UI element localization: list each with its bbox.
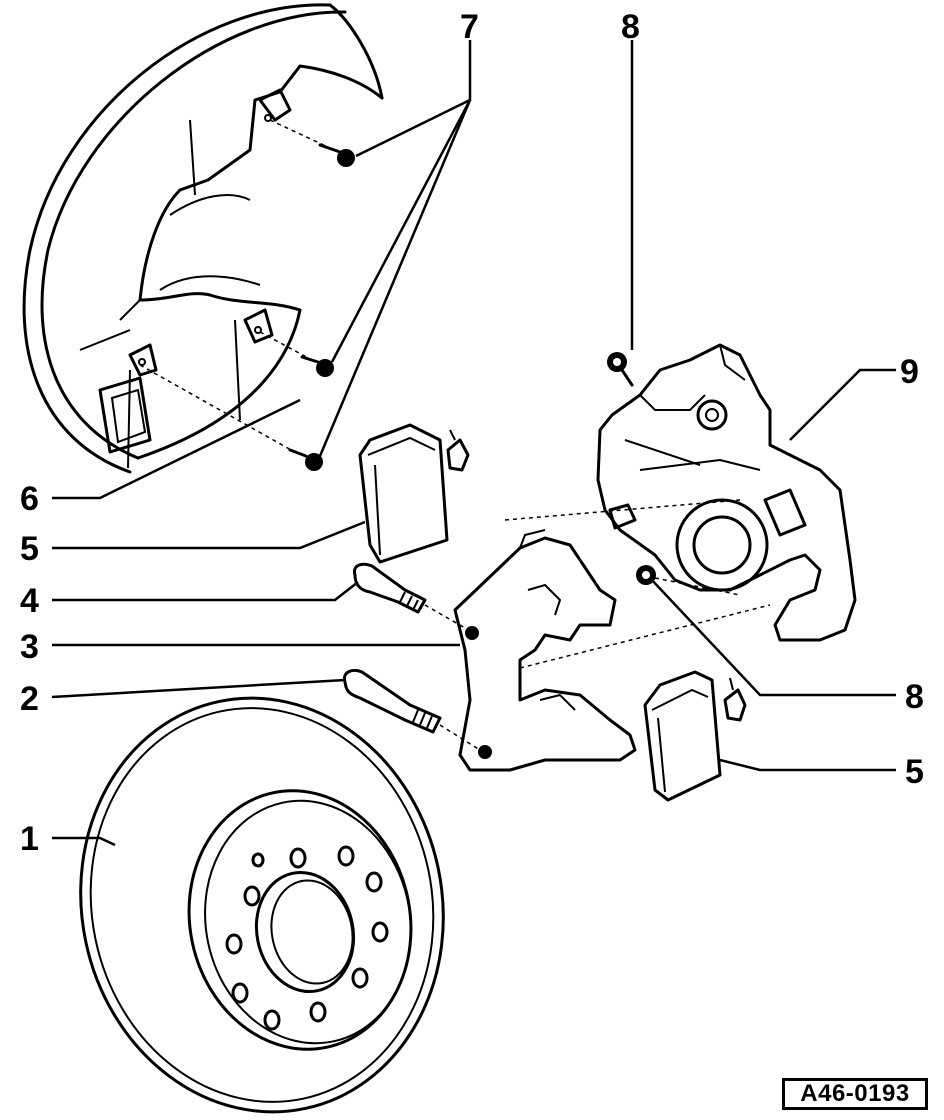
caliper-bolt-upper [607, 352, 634, 387]
guide-bolt-upper [352, 562, 466, 629]
shield-bolts [139, 119, 355, 471]
callout-9: 9 [900, 353, 919, 391]
callout-3: 3 [20, 628, 39, 666]
callout-8-bottom: 8 [905, 678, 924, 716]
brake-pad-upper [358, 423, 470, 564]
bolt-middle [300, 355, 334, 377]
brake-disc [79, 696, 445, 1114]
bolt-bottom [288, 448, 323, 471]
callout-6: 6 [20, 480, 39, 518]
callout-5-lower: 5 [905, 753, 924, 791]
callout-1: 1 [20, 820, 39, 858]
callout-4: 4 [20, 582, 39, 620]
leader-lines [51, 40, 896, 847]
brake-caliper [504, 343, 857, 669]
brake-pad-lower [643, 670, 747, 802]
callout-8-top: 8 [621, 8, 640, 46]
callout-5-upper: 5 [20, 530, 39, 568]
callout-7: 7 [460, 8, 479, 46]
guide-bolt-lower [342, 668, 481, 751]
caliper-bracket [453, 529, 637, 772]
figure-id-label: A46-0193 [782, 1078, 928, 1110]
bolt-top [318, 143, 355, 167]
callout-2: 2 [20, 680, 39, 718]
splash-shield [22, 3, 384, 474]
